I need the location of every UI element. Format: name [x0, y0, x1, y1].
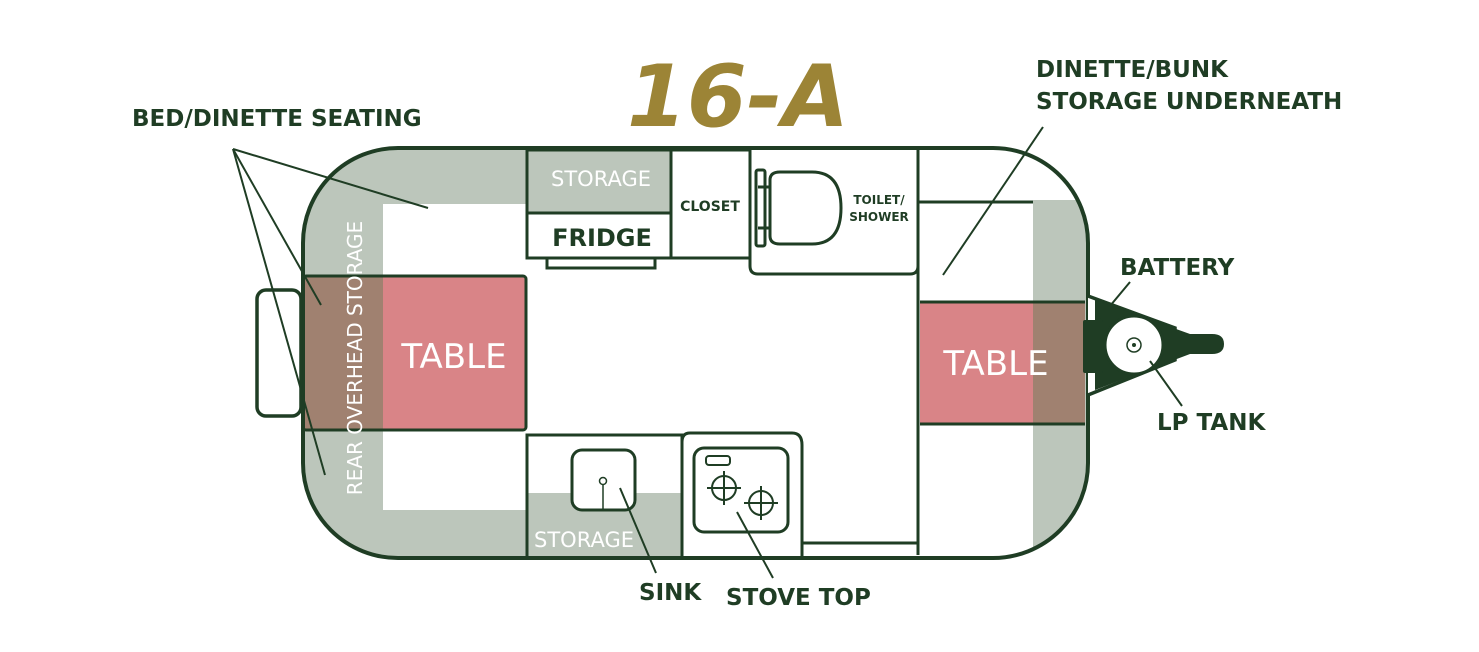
right-table	[920, 302, 1033, 424]
closet-label: CLOSET	[680, 199, 740, 215]
right-table-label: TABLE	[942, 344, 1048, 384]
bed-dinette-callout: BED/DINETTE SEATING	[132, 106, 422, 132]
stove-icon	[692, 446, 790, 534]
left-table	[383, 276, 526, 430]
leader-lines	[232, 126, 1183, 579]
sink-icon	[570, 448, 637, 512]
stove-top-callout: STOVE TOP	[726, 585, 871, 611]
rear-overhead-label: REAR OVERHEAD STORAGE	[343, 221, 367, 495]
storage-top-label: STORAGE	[551, 167, 651, 191]
toilet-label-2: SHOWER	[849, 210, 909, 224]
battery-icon	[1083, 320, 1103, 373]
lp-tank-callout: LP TANK	[1157, 410, 1266, 436]
fridge-label: FRIDGE	[552, 224, 652, 252]
toilet-icon	[754, 168, 843, 248]
left-table-label: TABLE	[400, 337, 506, 377]
sink-callout: SINK	[639, 580, 702, 606]
toilet-label-1: TOILET/	[853, 193, 905, 207]
rear-seating-top	[303, 148, 527, 276]
rear-seating-bottom	[303, 430, 527, 558]
battery-callout: BATTERY	[1120, 255, 1235, 281]
front-overhead-fill	[1033, 302, 1085, 424]
plan-title: 16-A	[627, 47, 849, 147]
hitch	[1083, 294, 1224, 397]
dinette-bunk-callout-1: DINETTE/BUNK	[1036, 57, 1229, 83]
interior-walls	[525, 148, 1033, 558]
rear-bumper	[255, 288, 303, 418]
dinette-bunk-callout-2: STORAGE UNDERNEATH	[1036, 89, 1342, 115]
storage-top-fill	[527, 150, 671, 213]
storage-bottom-label: STORAGE	[534, 528, 634, 552]
